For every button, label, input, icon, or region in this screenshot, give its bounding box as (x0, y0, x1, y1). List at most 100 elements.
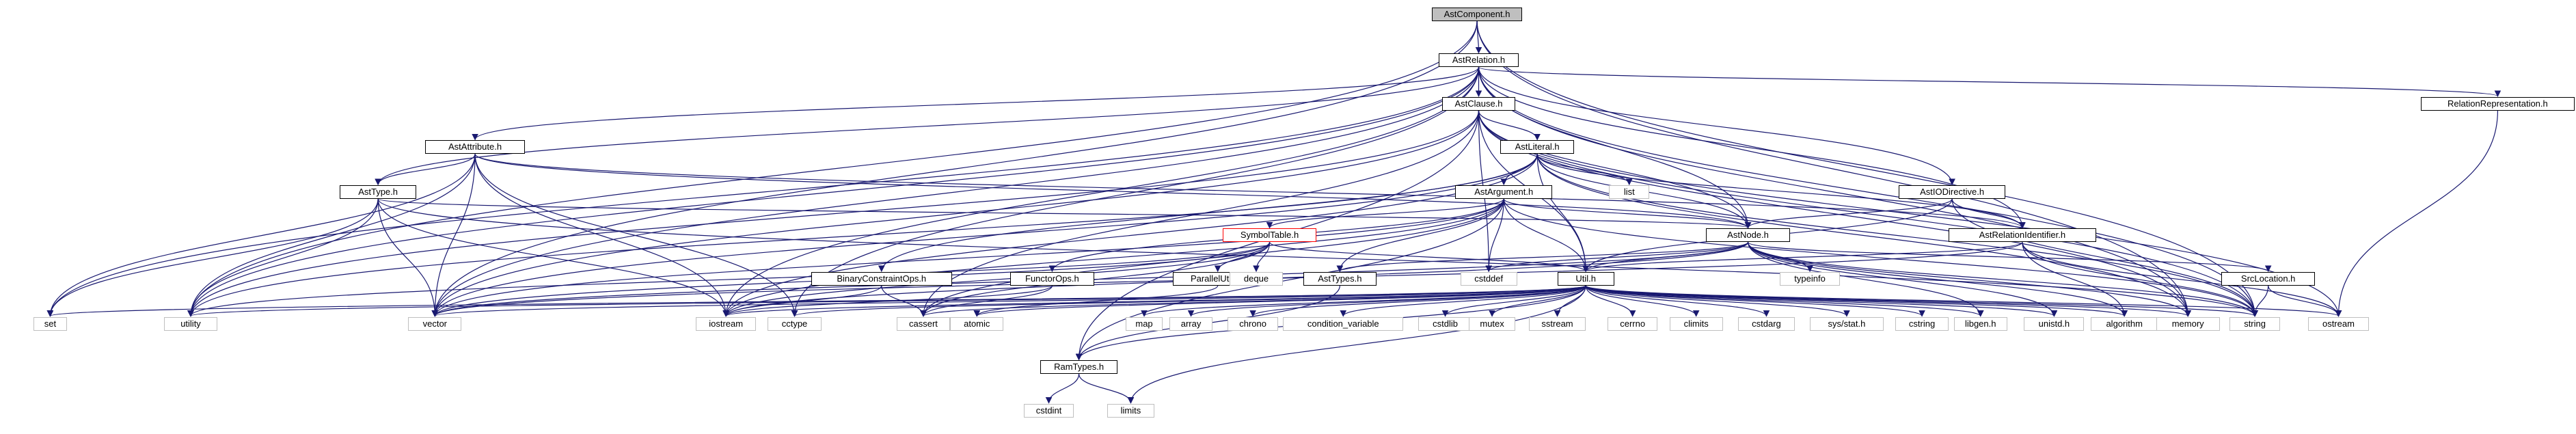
edge-util-to-climits (1585, 285, 1700, 317)
node-condition_variable: condition_variable (1283, 316, 1404, 331)
node-symboltable[interactable]: SymbolTable.h (1223, 228, 1317, 243)
edge-astattribute-to-set (46, 154, 476, 317)
edge-astrelation-to-utility (187, 67, 1480, 317)
node-astattribute[interactable]: AstAttribute.h (424, 140, 526, 154)
node-algorithm: algorithm (2091, 316, 2158, 331)
edge-astrelation-to-vector (431, 67, 1480, 317)
edge-astcomponent-to-vector (431, 21, 1478, 317)
edge-astliteral-to-utility (187, 154, 1538, 317)
edge-astrelation-to-string (1478, 67, 2258, 317)
node-srclocation[interactable]: SrcLocation.h (2221, 271, 2316, 286)
node-asttype[interactable]: AstType.h (339, 185, 417, 199)
edge-astargument-to-vector (431, 198, 1504, 317)
edge-astargument-to-iostream (722, 198, 1504, 317)
node-functorops[interactable]: FunctorOps.h (1010, 271, 1094, 286)
edge-astiodirective-to-string (1951, 198, 2258, 317)
edge-astrelationidentifier-to-ostream (2022, 242, 2342, 317)
edge-asttype-to-iostream (377, 198, 729, 317)
edge-util-to-sysstat (1585, 285, 1850, 317)
node-climits: climits (1669, 316, 1723, 331)
node-sstream: sstream (1528, 316, 1586, 331)
edge-astrelation-to-set (46, 67, 1480, 317)
edge-astargument-to-astnode (1503, 198, 1752, 229)
edge-ramtypes-to-limits (1078, 373, 1135, 404)
edge-util-to-chrono (1249, 285, 1586, 317)
node-limits: limits (1107, 403, 1154, 418)
node-utility: utility (163, 316, 218, 331)
edge-astattribute-to-astnode (474, 154, 1752, 229)
edge-astcomponent-to-string (1476, 21, 2258, 317)
edge-astargument-to-asttypes (1336, 198, 1504, 273)
edge-util-to-array (1187, 285, 1586, 317)
node-cstdint: cstdint (1023, 403, 1074, 418)
edge-util-to-cerrno (1585, 285, 1636, 317)
edge-asttype-to-string (377, 198, 2258, 317)
node-cerrno: cerrno (1607, 316, 1658, 331)
edge-astliteral-to-astrelationidentifier (1536, 154, 2026, 229)
edge-symboltable-to-utility (187, 242, 1271, 317)
node-astrelation[interactable]: AstRelation.h (1438, 53, 1519, 68)
node-astliteral[interactable]: AstLiteral.h (1500, 140, 1574, 154)
edge-astargument-to-symboltable (1266, 198, 1504, 229)
edge-astattribute-to-utility (187, 154, 476, 317)
edge-astliteral-to-list (1536, 154, 1633, 186)
edge-astliteral-to-memory (1536, 154, 2191, 317)
node-relationrepresentation[interactable]: RelationRepresentation.h (2420, 96, 2575, 111)
edge-astclause-to-astliteral (1478, 110, 1541, 141)
node-util[interactable]: Util.h (1557, 271, 1614, 286)
edge-astargument-to-ramtypes (1075, 198, 1504, 361)
edge-astliteral-to-string (1536, 154, 2258, 317)
edge-astattribute-to-iostream (474, 154, 729, 317)
edge-astclause-to-vector (431, 110, 1480, 317)
edge-astliteral-to-util (1536, 154, 1589, 273)
edge-astrelationidentifier-to-algorithm (2022, 242, 2128, 317)
node-list: list (1609, 185, 1650, 199)
node-binaryconstraintops[interactable]: BinaryConstraintOps.h (811, 271, 952, 286)
edge-util-to-ostream (1585, 285, 2342, 317)
node-cassert: cassert (896, 316, 951, 331)
edge-asttype-to-astnode (377, 198, 1751, 229)
node-memory: memory (2156, 316, 2220, 331)
node-astiodirective[interactable]: AstIODirective.h (1898, 185, 2006, 199)
edge-astcomponent-to-memory (1476, 21, 2191, 317)
edge-util-to-cctype (791, 285, 1586, 317)
edge-asttype-to-set (46, 198, 379, 317)
node-array: array (1169, 316, 1213, 331)
edge-astiodirective-to-astrelationidentifier (1951, 198, 2026, 229)
edge-astrelation-to-astattribute (472, 67, 1480, 141)
edge-ramtypes-to-cstdint (1045, 373, 1080, 404)
edge-util-to-limits (1127, 285, 1586, 404)
edge-srclocation-to-ostream (2268, 285, 2342, 317)
edge-util-to-cstring (1585, 285, 1925, 317)
edge-astattribute-to-vector (431, 154, 476, 317)
edge-util-to-unistd (1585, 285, 2057, 317)
edge-astnode-to-srclocation (1747, 241, 2272, 273)
node-astnode[interactable]: AstNode.h (1706, 228, 1790, 243)
edge-astnode-to-asttypes (1336, 241, 1749, 273)
edge-astrelationidentifier-to-string (2022, 242, 2258, 317)
node-cstddef: cstddef (1460, 271, 1517, 286)
edge-astliteral-to-iostream (722, 154, 1538, 317)
edge-astargument-to-cstddef (1485, 198, 1504, 273)
edge-util-to-cstdarg (1585, 285, 1770, 317)
edge-astattribute-to-cctype (474, 154, 798, 317)
node-unistd: unistd.h (2024, 316, 2085, 331)
edge-astrelationidentifier-to-util (1582, 241, 2023, 273)
node-astcomponent[interactable]: AstComponent.h (1431, 7, 1523, 21)
edge-asttype-to-utility (187, 198, 379, 317)
node-astargument[interactable]: AstArgument.h (1455, 185, 1553, 199)
node-ramtypes[interactable]: RamTypes.h (1040, 360, 1117, 375)
edge-astnode-to-memory (1747, 242, 2191, 317)
node-typeinfo: typeinfo (1780, 271, 1841, 286)
node-map: map (1126, 316, 1163, 331)
node-astrelationidentifier[interactable]: AstRelationIdentifier.h (1949, 228, 2096, 243)
node-astclause[interactable]: AstClause.h (1441, 96, 1516, 111)
edge-astargument-to-string (1503, 198, 2258, 317)
node-asttypes[interactable]: AstTypes.h (1303, 271, 1377, 286)
edge-util-to-libgen (1585, 285, 1984, 317)
edge-astrelation-to-astiodirective (1478, 67, 1955, 186)
edge-astclause-to-utility (187, 110, 1480, 317)
edge-asttype-to-vector (377, 198, 439, 317)
edge-astrelation-to-iostream (722, 67, 1480, 317)
